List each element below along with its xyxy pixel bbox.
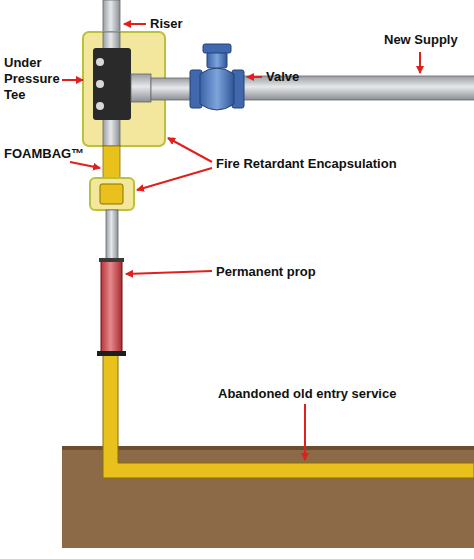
permanent-prop — [101, 260, 122, 352]
supply-label: New Supply — [384, 32, 458, 48]
old-service-pipe — [103, 355, 474, 478]
leader-arrows — [62, 24, 420, 460]
encapsulation-label: Fire Retardant Encapsulation — [216, 156, 397, 172]
tee-bolt — [96, 58, 104, 66]
valve-label: Valve — [266, 69, 299, 85]
foambag-label: FOAMBAG™ — [4, 146, 84, 162]
valve — [190, 44, 244, 110]
riser-label: Riser — [150, 16, 183, 32]
prop-label: Permanent prop — [216, 264, 316, 280]
tee-bolt — [96, 80, 104, 88]
prop-cap — [99, 258, 124, 262]
encapsulation — [90, 178, 134, 210]
tee-label: Under Pressure Tee — [4, 55, 62, 103]
ground-edge — [62, 446, 474, 450]
branch-pipe — [151, 78, 193, 100]
stub-pipe — [106, 210, 118, 262]
tee-clamp — [93, 48, 131, 120]
prop-base — [97, 351, 126, 356]
coupling — [100, 184, 123, 204]
tee-bolt — [96, 102, 104, 110]
foambag — [103, 146, 120, 180]
tee-outlet — [131, 74, 151, 102]
old-service-label: Abandoned old entry service — [218, 386, 396, 402]
